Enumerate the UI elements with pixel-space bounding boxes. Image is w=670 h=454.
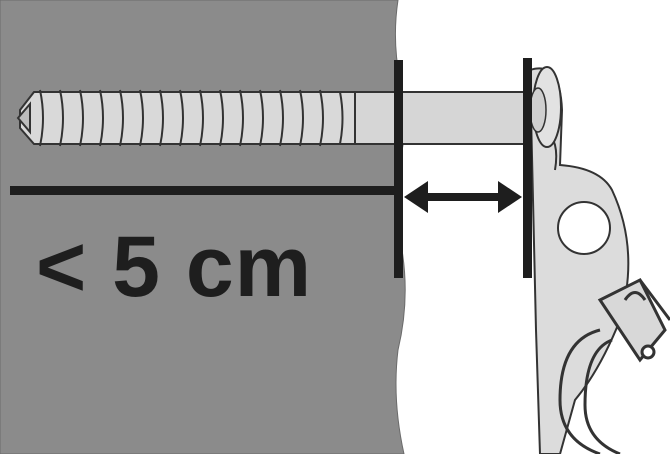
wall-surface-marker bbox=[394, 60, 403, 278]
screw-thread bbox=[16, 89, 356, 147]
hanger-marker bbox=[523, 58, 532, 278]
reference-line bbox=[10, 186, 400, 195]
distance-arrow bbox=[404, 181, 522, 213]
screw-shank bbox=[354, 91, 531, 145]
bolt-head bbox=[529, 66, 562, 148]
carabiner bbox=[558, 277, 670, 454]
distance-label: < 5 cm bbox=[36, 219, 313, 315]
